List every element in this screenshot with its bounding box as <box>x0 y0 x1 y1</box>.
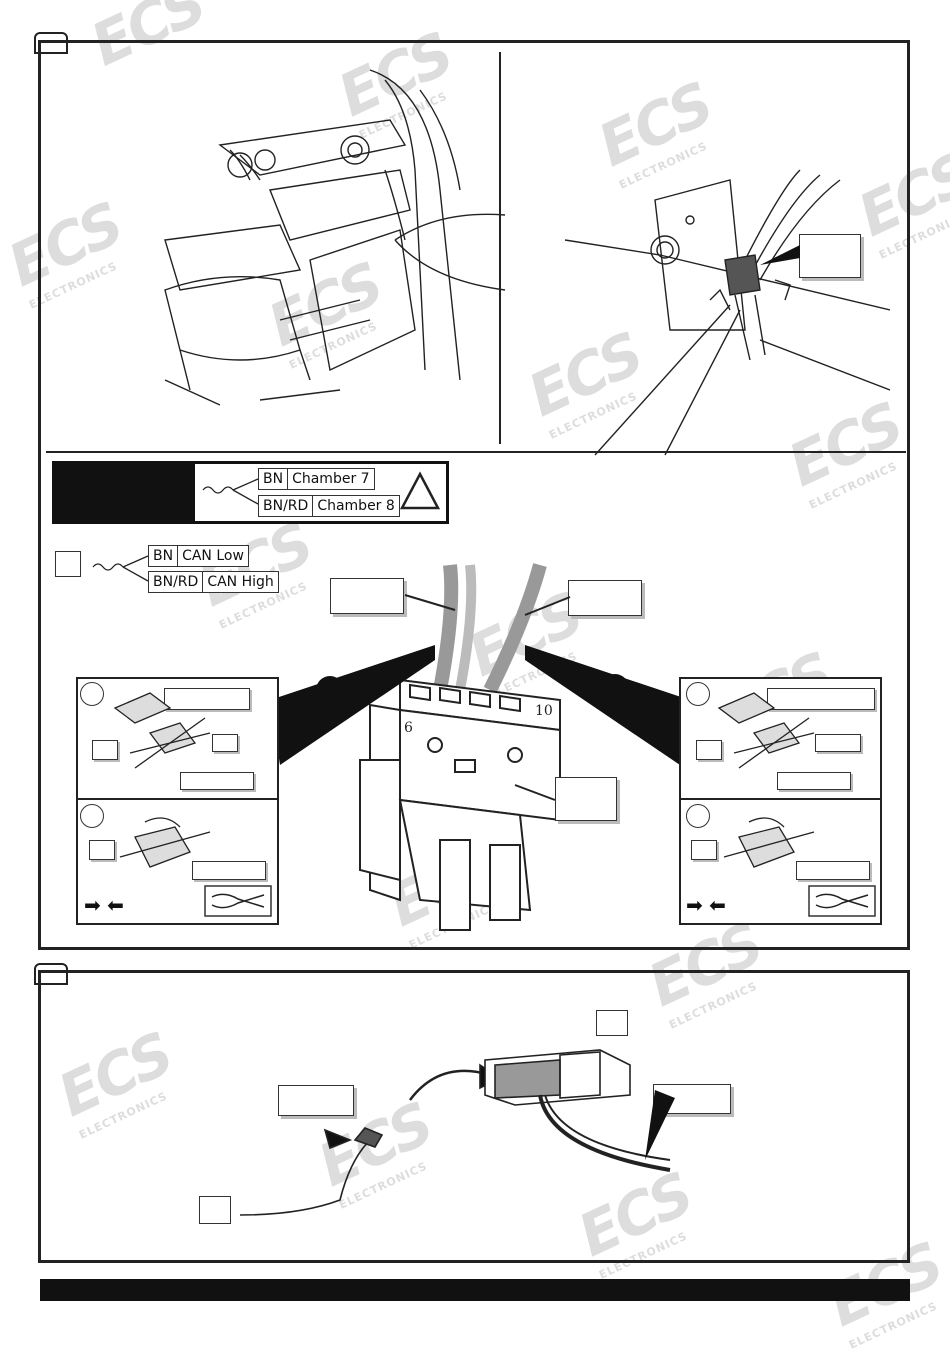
step-number-circle <box>80 682 104 706</box>
wire-label: Chamber 7 <box>287 469 373 489</box>
can-step-box <box>55 551 81 577</box>
cable-end-step-box <box>199 1196 231 1224</box>
connector-location-illustration <box>564 169 891 391</box>
can-row-high: BN/RD CAN High <box>148 571 279 593</box>
mini-label <box>89 840 115 860</box>
pin-number-right: 10 <box>535 703 553 719</box>
push-arrows-icon: ➡ ⬅ <box>686 893 726 917</box>
wire-callout-left <box>330 578 404 614</box>
step-1-panel <box>38 40 910 950</box>
step-2-tab <box>34 963 68 985</box>
wire-callout-right <box>568 580 642 616</box>
mini-label <box>164 688 250 710</box>
twisted-pair-icon <box>202 478 259 505</box>
splice-connector-open-illustration <box>113 692 211 769</box>
push-arrows-icon: ➡ ⬅ <box>84 893 124 917</box>
wire-row-chamber-7: BN Chamber 7 <box>258 468 375 490</box>
mini-label <box>691 840 717 860</box>
splice-connector-open-illustration <box>717 692 815 769</box>
callout-pointers <box>404 594 571 801</box>
splice-connector-closed-illustration <box>119 817 211 868</box>
connector-callout-label <box>799 234 861 278</box>
wire-color: BN <box>153 548 174 564</box>
mini-label <box>92 740 118 760</box>
pointer-wedge-left <box>270 645 435 765</box>
mini-label <box>192 861 266 880</box>
divider-horizontal <box>46 451 906 453</box>
twisted-pair-icon <box>92 555 149 582</box>
wire-label: CAN High <box>202 572 277 592</box>
pliers-icon <box>808 885 876 917</box>
socket-step-box <box>596 1010 628 1036</box>
wire-color: BN <box>263 471 284 487</box>
plug-callout-label <box>278 1085 354 1116</box>
mini-label <box>796 861 870 880</box>
pin-number-left: 6 <box>404 720 413 736</box>
wire-label: CAN Low <box>177 546 248 566</box>
step-1-tab <box>34 32 68 54</box>
splice-connector-closed-illustration <box>723 817 815 868</box>
can-row-low: BN CAN Low <box>148 545 249 567</box>
car-interior-illustration <box>164 69 461 406</box>
pointer-wedge-right <box>525 645 690 765</box>
mini-label <box>777 772 851 790</box>
mini-label <box>180 772 254 790</box>
mini-label <box>696 740 722 760</box>
step-number-circle <box>686 682 710 706</box>
callout-pointer <box>760 245 800 265</box>
mini-label <box>815 734 861 752</box>
footer-bar <box>40 1279 910 1301</box>
zoom-funnel-lines <box>594 304 741 456</box>
plug-connection-illustration <box>239 1049 675 1216</box>
step-2-panel <box>38 970 910 1263</box>
mini-label <box>212 734 238 752</box>
wire-label: Chamber 8 <box>312 496 398 516</box>
warning-triangle-icon <box>399 471 441 510</box>
divider-vertical <box>499 52 501 444</box>
step-number-circle <box>80 804 104 828</box>
wire-row-chamber-8: BN/RD Chamber 8 <box>258 495 400 517</box>
housing-callout <box>555 777 617 821</box>
zoom-link-lines <box>394 213 506 291</box>
connector-illustration: 6 10 <box>359 563 561 931</box>
mini-label <box>767 688 875 710</box>
wire-color: BN/RD <box>263 498 309 514</box>
pliers-icon <box>204 885 272 917</box>
step-number-circle <box>686 804 710 828</box>
wire-color: BN/RD <box>153 574 199 590</box>
